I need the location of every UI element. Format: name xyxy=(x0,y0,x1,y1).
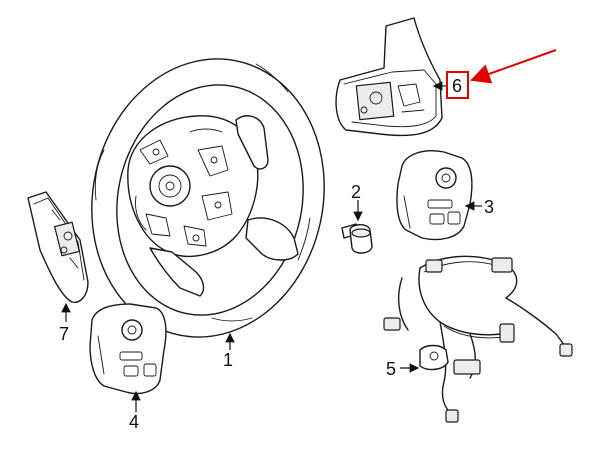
callout-leaders xyxy=(61,81,482,412)
callout-5-label: 5 xyxy=(386,359,396,379)
callout-7-label: 7 xyxy=(59,324,69,344)
steering-wheel-part xyxy=(91,58,325,338)
left-switch-part xyxy=(89,303,167,395)
callout-1-label: 1 xyxy=(223,350,233,370)
callout-6-label: 6 xyxy=(452,76,462,96)
bolt-part xyxy=(341,223,373,254)
left-shift-paddle-part xyxy=(27,191,89,303)
callout-3-label: 3 xyxy=(484,197,494,217)
right-shift-paddle-part xyxy=(335,17,443,137)
callout-2-label: 2 xyxy=(351,182,361,202)
right-switch-part xyxy=(396,150,473,241)
highlight-arrow xyxy=(470,49,557,84)
wiring-harness-part xyxy=(383,255,573,423)
callout-labels: 1 2 3 4 5 6 7 xyxy=(59,76,494,432)
callout-6-highlight xyxy=(446,49,557,99)
highlight-box xyxy=(446,71,469,99)
callout-4-label: 4 xyxy=(129,412,139,432)
